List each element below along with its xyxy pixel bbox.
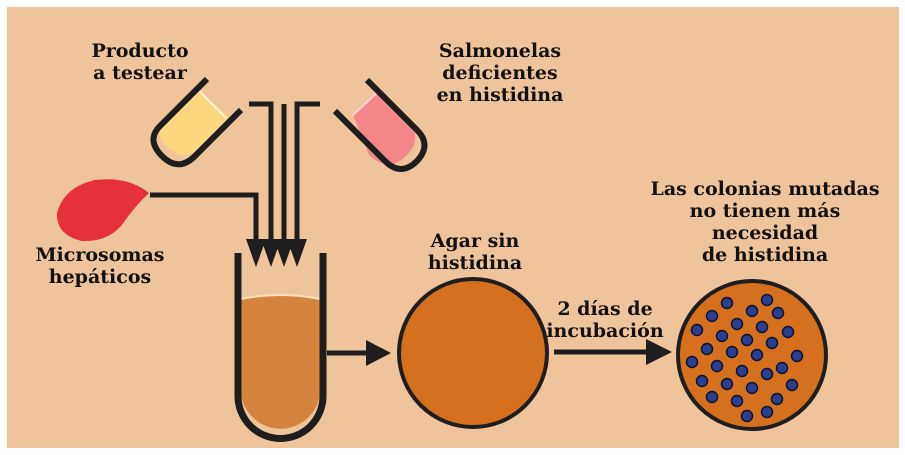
colony-dot xyxy=(720,377,734,391)
colony-dot xyxy=(745,381,759,395)
label-product: Producto a testear xyxy=(70,40,210,84)
feed-arrowheads xyxy=(246,239,307,267)
colony-dot xyxy=(760,405,774,419)
product-liquid xyxy=(159,89,229,156)
mixing-liquid xyxy=(241,295,320,429)
salmonella-tube xyxy=(332,77,428,172)
colony-dot xyxy=(710,359,724,373)
arrow-to-agar xyxy=(327,340,391,366)
label-product-line-1: Producto xyxy=(91,40,189,62)
colony-dot xyxy=(770,392,784,406)
label-agar-line-1: Agar sin xyxy=(430,230,520,252)
label-salmonella-line-2: deficientes xyxy=(442,62,558,84)
colony-dot xyxy=(730,317,744,331)
feed-lines xyxy=(150,101,320,240)
label-mutated-line-3: necesidad xyxy=(711,222,819,244)
colony-dot xyxy=(760,367,774,381)
colony-dot xyxy=(765,336,779,350)
label-microsomes-line-1: Microsomas xyxy=(35,244,165,266)
colony-dot xyxy=(771,306,785,320)
colony-dot xyxy=(781,325,795,339)
colony-dot xyxy=(690,323,704,337)
mixing-tube-outline xyxy=(234,253,327,442)
colony-dot xyxy=(695,374,709,388)
label-product-line-2: a testear xyxy=(93,62,187,84)
label-mutated-colonies: Las colonias mutadas no tienen más neces… xyxy=(640,178,890,266)
label-mutated-line-4: de histidina xyxy=(701,244,829,266)
label-agar: Agar sin histidina xyxy=(415,230,535,274)
feed-line-product xyxy=(249,101,274,240)
colony-dot xyxy=(700,342,714,356)
product-tube-outline xyxy=(150,76,244,168)
colony-dot xyxy=(730,394,744,408)
colony-dot xyxy=(725,345,739,359)
colony-dot xyxy=(740,333,754,347)
mixing-tube xyxy=(234,253,327,442)
colony-dot xyxy=(705,309,719,323)
salmonella-tube-outline xyxy=(332,77,428,172)
product-meniscus xyxy=(196,88,227,119)
label-salmonella-line-1: Salmonelas xyxy=(438,40,562,62)
label-microsomes: Microsomas hepáticos xyxy=(35,244,165,288)
colony-dot xyxy=(760,293,774,307)
colony-dot xyxy=(740,409,754,423)
colony-dot xyxy=(785,378,799,392)
colony-dot xyxy=(705,390,719,404)
label-salmonella: Salmonelas deficientes en histidina xyxy=(425,40,575,106)
arrowhead-2 xyxy=(261,239,281,267)
label-incubation-line-1: 2 días de xyxy=(557,298,653,320)
colony-dot xyxy=(685,355,699,369)
mixing-meniscus xyxy=(240,294,321,300)
microsome-drop xyxy=(56,179,149,242)
salmonella-meniscus xyxy=(351,88,382,117)
arrowhead-4 xyxy=(287,239,307,267)
arrow-to-colonies xyxy=(554,339,672,365)
label-salmonella-line-3: en histidina xyxy=(436,84,564,106)
agar-plate xyxy=(397,277,549,429)
arrowhead-1 xyxy=(246,239,266,267)
colony-dot xyxy=(735,364,749,378)
label-mutated-line-2: no tienen más xyxy=(689,200,841,222)
colony-dot xyxy=(745,304,759,318)
colony-dot xyxy=(715,329,729,343)
colony-dot xyxy=(755,320,769,334)
colony-dot xyxy=(790,349,804,363)
label-incubation-line-2: incubación xyxy=(546,320,664,342)
colony-dot xyxy=(750,348,764,362)
feed-line-salmonella xyxy=(294,101,320,240)
label-incubation: 2 días de incubación xyxy=(545,298,665,342)
product-tube xyxy=(150,76,244,168)
label-mutated-line-1: Las colonias mutadas xyxy=(650,178,880,200)
colony-dot xyxy=(775,361,789,375)
colony-dots xyxy=(685,293,804,423)
arrowhead-3 xyxy=(274,239,294,267)
colony-dot xyxy=(720,296,734,310)
feed-line-microsomes xyxy=(150,192,259,240)
label-agar-line-2: histidina xyxy=(427,252,523,274)
label-microsomes-line-2: hepáticos xyxy=(48,266,152,288)
